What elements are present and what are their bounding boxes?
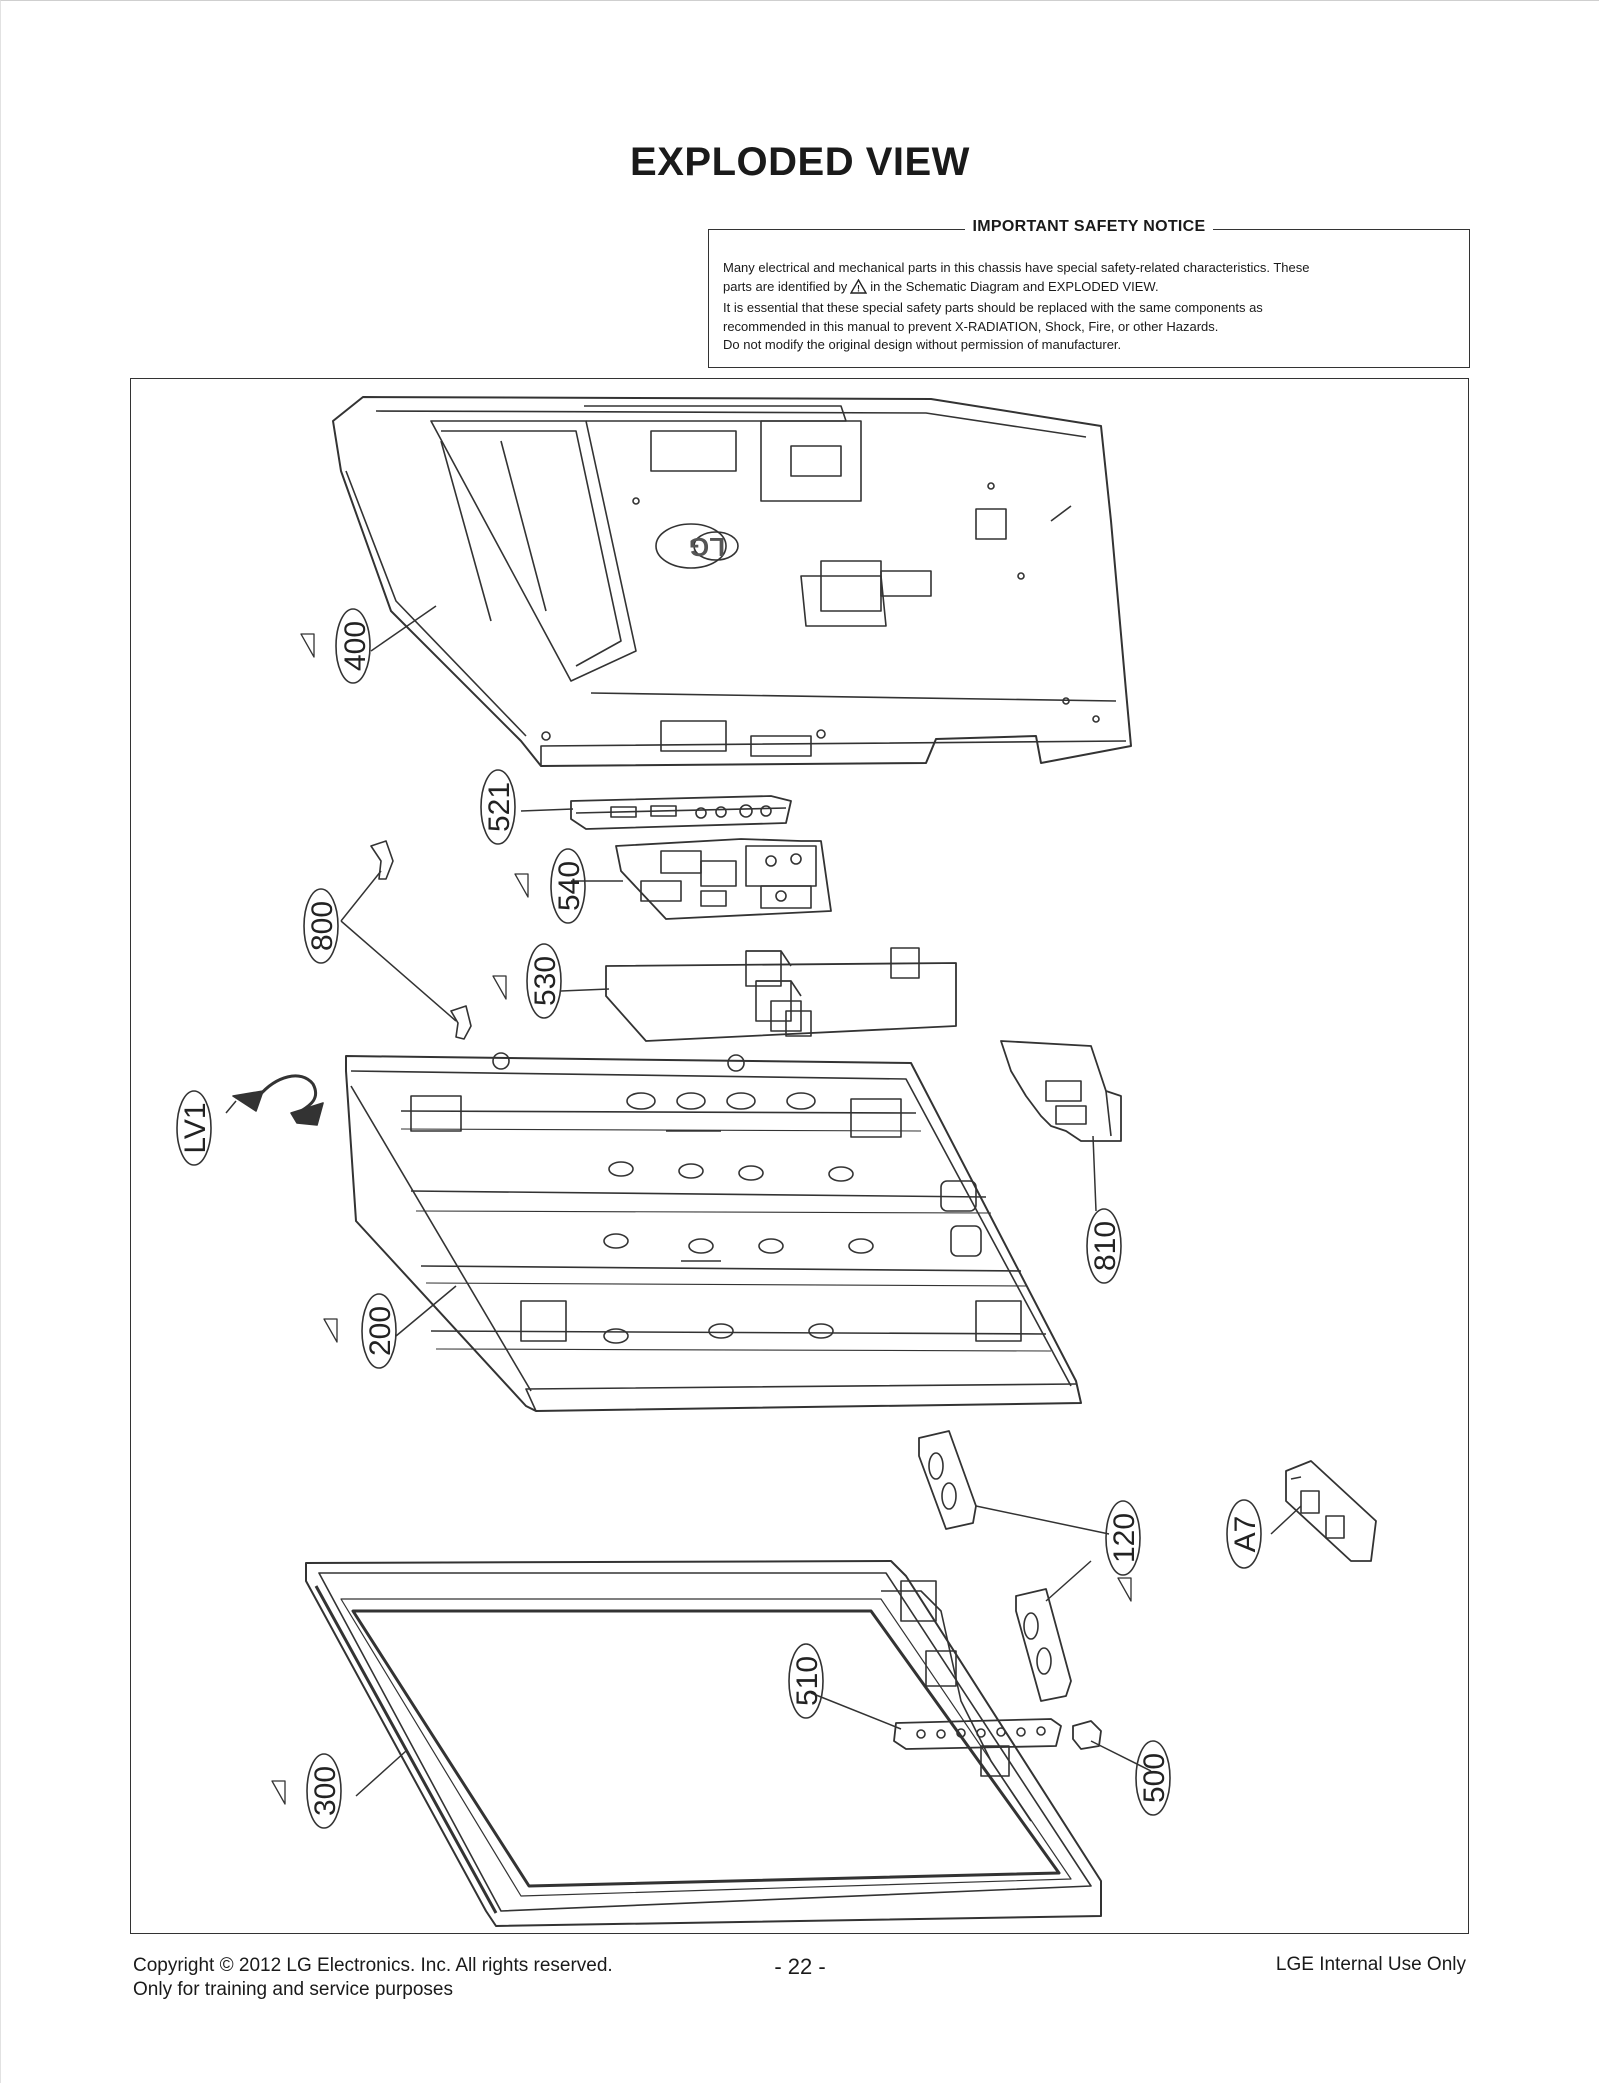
exploded-diagram: LG — [176, 396, 1377, 1927]
part-540-main-board-drawing — [615, 838, 832, 920]
part-400-back-cover-drawing: LG — [332, 396, 1132, 767]
callout-521: 521 — [480, 769, 516, 845]
part-800-clip-drawings — [370, 840, 472, 1040]
svg-text:!: ! — [857, 283, 860, 293]
callout-200: 200 — [323, 1293, 397, 1369]
notice-line-5: Do not modify the original design withou… — [723, 337, 1122, 352]
part-810-bracket-drawing — [1000, 1040, 1122, 1142]
notice-line-2a: parts are identified by — [723, 278, 848, 294]
callout-lv1: LV1 — [176, 1090, 212, 1166]
callout-lv1-label: LV1 — [179, 1102, 212, 1153]
callout-300-label: 300 — [309, 1766, 342, 1816]
warning-triangle-icon — [492, 975, 507, 1000]
warning-triangle-icon — [514, 873, 529, 898]
warning-triangle-icon — [1117, 1577, 1132, 1602]
callout-810-label: 810 — [1089, 1221, 1122, 1271]
page-title: EXPLODED VIEW — [630, 140, 970, 184]
notice-line-2b: in the Schematic Diagram and EXPLODED VI… — [870, 278, 1159, 294]
part-300-front-bezel-drawing — [305, 1560, 1102, 1927]
callout-530: 530 — [492, 943, 562, 1019]
notice-line-2: parts are identified by! in the Schematic… — [723, 278, 1455, 300]
callout-500-label: 500 — [1138, 1753, 1171, 1803]
callout-leader-lines — [225, 605, 1302, 1797]
callout-200-label: 200 — [364, 1306, 397, 1356]
part-a7-ir-board-drawing — [1285, 1460, 1377, 1562]
part-530-power-board-drawing — [605, 947, 957, 1042]
callout-a7-label: A7 — [1229, 1516, 1262, 1553]
callout-300: 300 — [271, 1753, 342, 1829]
safety-notice-body: Many electrical and mechanical parts in … — [723, 259, 1455, 355]
callout-400-label: 400 — [339, 621, 372, 671]
part-lv1-cable-drawing — [232, 1074, 324, 1126]
callout-540: 540 — [514, 848, 586, 924]
footer-copyright: Copyright © 2012 LG Electronics. Inc. Al… — [133, 1955, 613, 1976]
callout-540-label: 540 — [553, 861, 586, 911]
safety-notice-box: IMPORTANT SAFETY NOTICE Many electrical … — [708, 218, 1470, 368]
safety-notice-heading-text: IMPORTANT SAFETY NOTICE — [964, 218, 1214, 235]
callout-510: 510 — [788, 1643, 824, 1719]
callout-810: 810 — [1086, 1208, 1122, 1284]
callout-120-label: 120 — [1108, 1513, 1141, 1563]
footer-purpose: Only for training and service purposes — [133, 1979, 453, 2000]
footer-internal-use: LGE Internal Use Only — [1275, 1954, 1466, 1975]
warning-triangle-icon — [323, 1318, 338, 1343]
part-120-speaker-drawings — [918, 1430, 1072, 1702]
footer-page-number: - 22 - — [774, 1954, 826, 1979]
notice-line-3: It is essential that these special safet… — [723, 300, 1263, 315]
callout-500: 500 — [1135, 1740, 1171, 1816]
callout-120: 120 — [1105, 1500, 1141, 1602]
part-200-chassis-frame-drawing — [345, 1052, 1082, 1412]
safety-notice-heading: IMPORTANT SAFETY NOTICE — [709, 218, 1469, 236]
callout-510-label: 510 — [791, 1656, 824, 1706]
notice-line-4: recommended in this manual to prevent X-… — [723, 318, 1219, 334]
warning-triangle-icon — [300, 633, 315, 658]
callout-530-label: 530 — [529, 956, 562, 1006]
part-500-small-board-drawing — [1072, 1720, 1102, 1750]
callout-800: 800 — [303, 888, 339, 964]
warning-triangle-icon: ! — [850, 278, 868, 300]
callout-400: 400 — [300, 608, 372, 684]
footer-copyright-block: Copyright © 2012 LG Electronics. Inc. Al… — [133, 1954, 613, 2002]
exploded-diagram-frame: LG — [130, 378, 1469, 1934]
warning-triangle-icon — [271, 1780, 286, 1805]
callout-800-label: 800 — [306, 901, 339, 951]
callout-a7: A7 — [1226, 1499, 1262, 1569]
lg-logo-text: LG — [689, 532, 725, 562]
part-521-jack-bar-drawing — [570, 795, 792, 830]
callout-521-label: 521 — [483, 782, 516, 832]
notice-line-1: Many electrical and mechanical parts in … — [723, 260, 1310, 275]
part-510-control-key-drawing — [893, 1718, 1062, 1750]
